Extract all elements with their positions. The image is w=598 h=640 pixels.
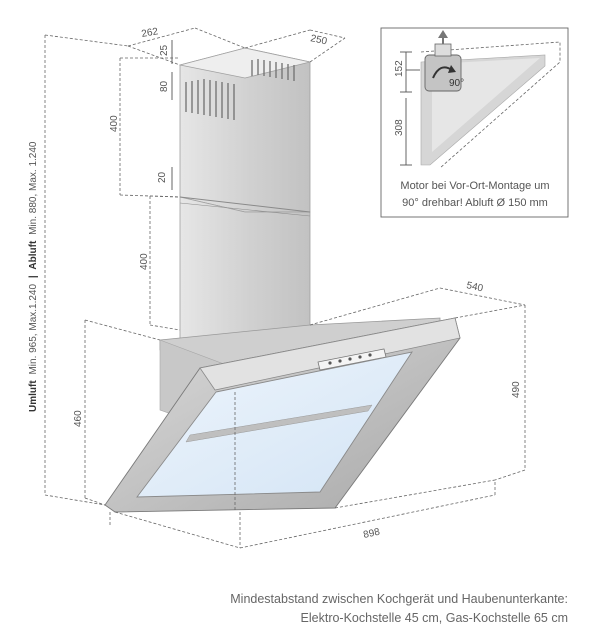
abluft-range: Min. 880, Max. 1.240: [28, 141, 39, 235]
control-button-5[interactable]: [368, 353, 372, 357]
vent-slots-right: [251, 59, 295, 81]
side-label: Umluft Min. 965, Max.1.240 | Abluft Min.…: [28, 141, 39, 412]
hood-body: [104, 317, 461, 513]
hood-front-bar: [199, 317, 461, 391]
dim-vent-height: 80: [159, 80, 170, 92]
side-label-separator: |: [28, 275, 39, 278]
exhaust-outlet: [434, 43, 452, 57]
umluft-range: Min. 965, Max.1.240: [28, 284, 39, 375]
dim-front-height: 460: [73, 410, 84, 427]
footnote-line1: Mindestabstand zwischen Kochgerät und Ha…: [230, 592, 568, 606]
dim-hood-height: 490: [511, 381, 522, 398]
inset-dim-bottom: 308: [394, 119, 405, 136]
glass-stripe: [185, 404, 373, 443]
inset-dim-top: 152: [394, 60, 405, 77]
chimney: [179, 47, 311, 341]
dim-upper-chimney: 400: [109, 115, 120, 132]
control-button-3[interactable]: [348, 357, 352, 361]
dim-lower-chimney: 400: [139, 253, 150, 270]
dimension-lines: [44, 27, 526, 549]
control-button-4[interactable]: [358, 355, 362, 359]
umluft-title: Umluft: [28, 380, 39, 412]
dim-hood-width: 898: [362, 527, 381, 541]
control-button-2[interactable]: [338, 359, 342, 363]
abluft-title: Abluft: [28, 240, 39, 270]
dim-gap: 20: [157, 171, 168, 183]
motor-inset: 90° 152 308 Motor bei Vor-Ort-Montage um…: [380, 27, 569, 218]
chimney-lower: [179, 196, 311, 341]
footnote-line2: Elektro-Kochstelle 45 cm, Gas-Kochstelle…: [300, 611, 568, 625]
dim-chimney-depth: 262: [141, 26, 160, 40]
exhaust-arrow-icon: [438, 30, 448, 38]
vent-slots-left: [185, 79, 235, 120]
dim-chimney-width: 250: [309, 33, 328, 47]
inset-angle: 90°: [449, 78, 464, 89]
dimension-labels: 262 250 25 80 400 20 400 540 490 460 898: [73, 26, 522, 541]
control-button-1[interactable]: [328, 361, 332, 365]
dim-top-offset: 25: [159, 44, 170, 56]
inset-caption-line1: Motor bei Vor-Ort-Montage um: [400, 180, 549, 192]
dim-hood-depth: 540: [465, 280, 484, 294]
inset-caption-line2: 90° drehbar! Abluft Ø 150 mm: [402, 197, 548, 209]
